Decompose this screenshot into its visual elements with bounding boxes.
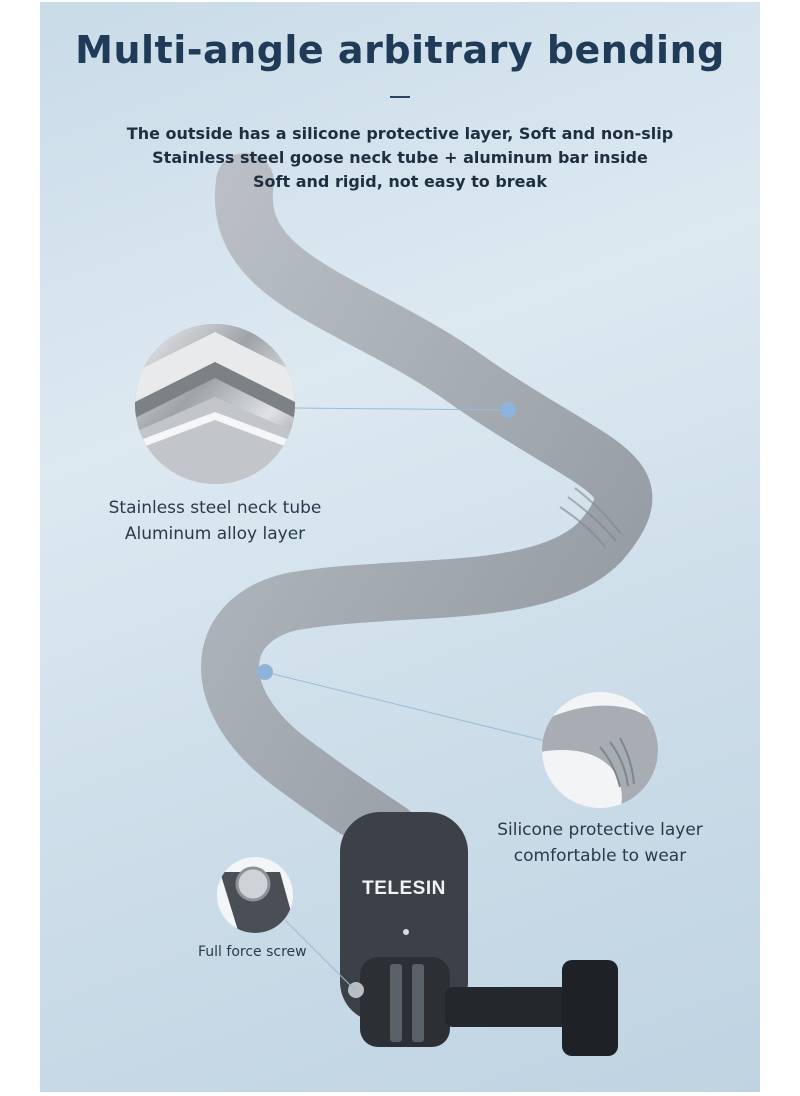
clamp-prong [412,964,424,1042]
thumb-screw-knob [562,960,618,1056]
rib-lines [559,487,622,548]
indicator-light [403,929,409,935]
subtitle-line-2: Stainless steel goose neck tube + alumin… [152,148,648,167]
steel-detail-image [135,324,295,484]
product-banner: Multi-angle arbitrary bending The outsid… [40,2,760,1092]
callout-line [264,671,551,743]
steel-callout-line-2: Aluminum alloy layer [124,524,306,544]
screw-head [348,982,364,998]
silicone-callout-line-1: Silicone protective layer [497,820,703,840]
screw-callout-label: Full force screw [198,944,307,960]
silicone-detail-image [542,692,658,808]
callout-line [294,407,509,411]
mount-clamp [360,957,450,1047]
steel-callout-line-1: Stainless steel neck tube [108,498,322,518]
page-title: Multi-angle arbitrary bending [75,28,725,72]
callout-dot [257,664,273,680]
title-divider [390,96,410,98]
product-illustration [135,153,658,1056]
screw-detail-image [217,857,293,933]
neck-tube [201,153,653,861]
subtitle-line-3: Soft and rigid, not easy to break [253,172,547,191]
thumb-screw-bar [445,987,575,1027]
clamp-prong [390,964,402,1042]
subtitle-line-1: The outside has a silicone protective la… [126,124,674,143]
callout-line [284,919,356,991]
silicone-callout-line-2: comfortable to wear [513,846,687,866]
brand-logo-text: TELESIN [362,878,446,899]
callout-dot [500,402,516,418]
